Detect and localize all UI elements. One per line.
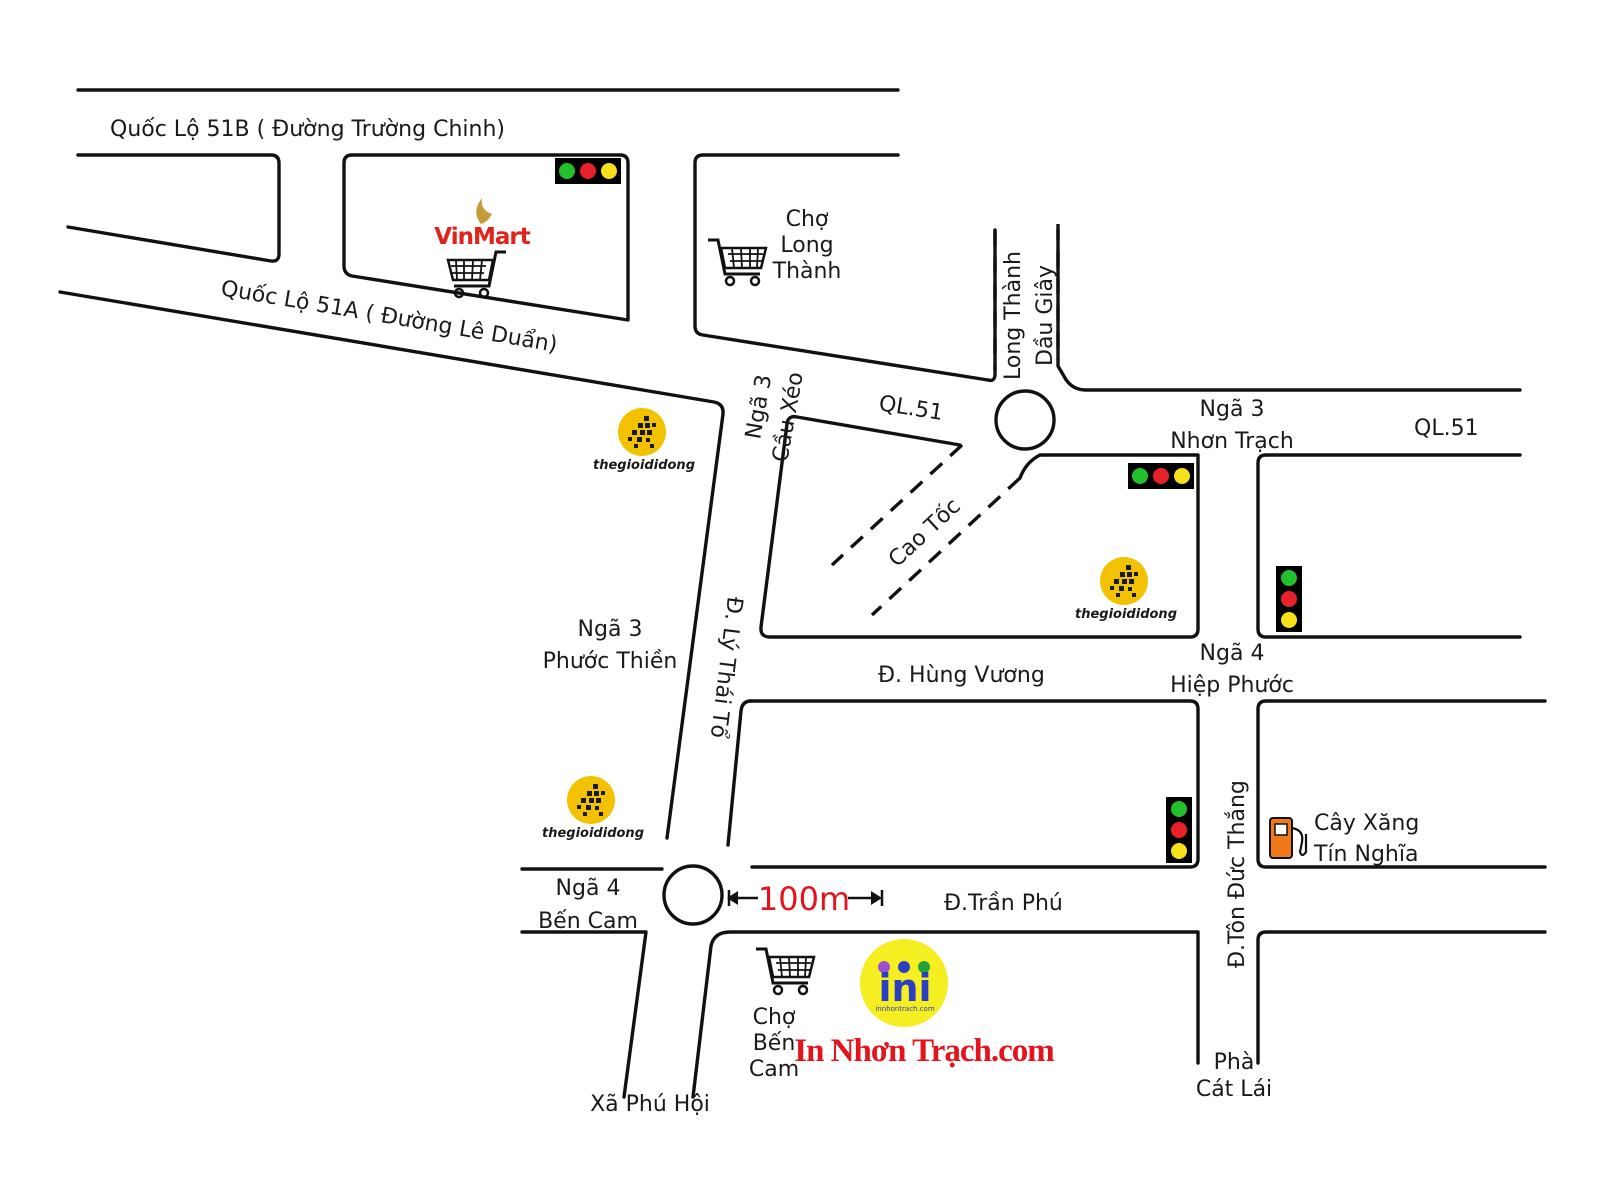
place-cho-long-thanh-line2: Long [780, 233, 833, 258]
junction-ben-cam-line1: Ngã 4 [556, 876, 621, 901]
street-ql51-right: QL.51 [1414, 416, 1479, 441]
ben-cam-west-bottom [520, 930, 648, 1099]
roundabout-sw [1018, 453, 1042, 480]
place-cay-xang-line2: Tín Nghĩa [1313, 842, 1418, 867]
shopping-cart-icon [706, 238, 768, 287]
distance-label: 100m [758, 880, 850, 918]
street-ton-duc-thang: Đ.Tôn Đức Thắng [1225, 780, 1250, 968]
street-ql51b: Quốc Lộ 51B ( Đường Trường Chinh) [110, 117, 505, 142]
block-right-top [1256, 453, 1522, 639]
traffic-light-icon [1128, 463, 1194, 489]
running-man-icon [567, 776, 615, 824]
shopping-cart-icon [754, 947, 816, 996]
junction-hiep-phuoc-line2: Hiệp Phước [1170, 673, 1294, 698]
street-dau-giay: Dầu Giây [1033, 265, 1058, 366]
junction-nhon-trach-line2: Nhơn Trạch [1170, 429, 1294, 454]
place-cho-long-thanh-line3: Thành [772, 259, 842, 284]
place-pha-cat-lai-line2: Cát Lái [1196, 1077, 1272, 1102]
street-long-thanh: Long Thành [1001, 251, 1026, 380]
street-hung-vuong: Đ. Hùng Vương [878, 663, 1045, 688]
place-cay-xang-line1: Cây Xăng [1314, 811, 1419, 836]
cao-toc-south [870, 476, 1022, 617]
place-cho-ben-cam-line1: Chợ [753, 1005, 796, 1030]
block-fuel [1256, 699, 1547, 869]
ini-logo-domain: innhontrach.com [875, 1005, 935, 1013]
junction-phuoc-thien-line1: Ngã 3 [578, 617, 643, 642]
ini-logo-icon: ini innhontrach.com [860, 939, 948, 1027]
long-thanh-left [986, 228, 997, 383]
ben-cam-south-east [691, 930, 1200, 1099]
running-man-icon [618, 408, 666, 456]
traffic-light-icon [555, 158, 621, 184]
ql51-right-top [1056, 228, 1522, 392]
junction-ben-cam-line2: Bến Cam [538, 909, 638, 934]
pha-cat-lai-east [1256, 930, 1547, 1065]
street-ql51a: Quốc Lộ 51A ( Đường Lê Duẩn) [219, 276, 559, 357]
junction-cau-xeo-line1: Ngã 3 [741, 373, 777, 441]
tgdd-logo: thegioididong [593, 408, 695, 473]
place-cho-long-thanh-line1: Chợ [786, 207, 829, 232]
vinmart-logo: VinMart [434, 198, 532, 250]
vinmart-wordmark: VinMart [434, 224, 530, 250]
junction-phuoc-thien-line2: Phước Thiền [543, 649, 678, 674]
shopping-cart-icon [446, 250, 508, 299]
block-top-left [66, 153, 281, 263]
fuel-pump-icon [1269, 817, 1308, 859]
tgdd-wordmark: thegioididong [542, 826, 644, 841]
block-triangle [759, 414, 1200, 639]
junction-hiep-phuoc-line1: Ngã 4 [1200, 641, 1265, 666]
tgdd-wordmark: thegioididong [1075, 607, 1177, 622]
tgdd-wordmark: thegioididong [593, 458, 695, 473]
place-cho-ben-cam-line3: Cam [749, 1057, 799, 1082]
place-cho-ben-cam-line2: Bến [753, 1031, 796, 1056]
street-ql51-left: QL.51 [877, 391, 945, 426]
tgdd-logo: thegioididong [1075, 557, 1177, 622]
street-tran-phu: Đ.Trần Phú [944, 891, 1063, 916]
traffic-light-icon [1276, 566, 1302, 632]
block-vinmart [342, 153, 630, 322]
place-pha-cat-lai-line1: Phà [1214, 1050, 1255, 1075]
ini-logo-mark: ini [878, 966, 931, 1010]
block-middle [749, 699, 1200, 869]
traffic-light-icon [1166, 797, 1192, 863]
tgdd-logo: thegioididong [542, 776, 644, 841]
running-man-icon [1100, 557, 1148, 605]
distance-indicator: 100m [727, 880, 884, 918]
cao-toc-north [830, 443, 964, 567]
junction-nhon-trach-line1: Ngã 3 [1200, 397, 1265, 422]
ql51a-south-edge [58, 290, 725, 840]
ben-cam-ql51a [726, 699, 753, 847]
brand-name: In Nhơn Trạch.com [794, 1033, 1054, 1069]
roundabout-nhon-trach [994, 389, 1056, 451]
vinmart-flame-icon [476, 198, 492, 224]
roads [58, 88, 1547, 1099]
roundabout-ben-cam [662, 864, 724, 926]
place-xa-phu-hoi: Xã Phú Hội [590, 1092, 710, 1117]
block-cho-long-thanh [693, 153, 990, 382]
